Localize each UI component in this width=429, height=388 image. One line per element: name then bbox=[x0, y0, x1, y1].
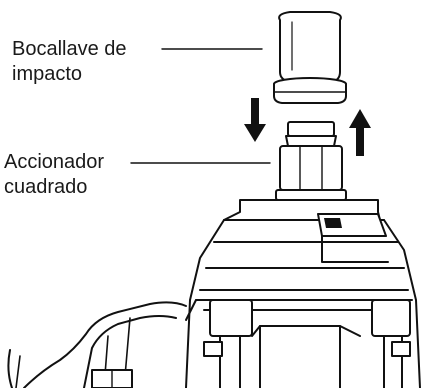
impact-socket bbox=[273, 11, 347, 104]
socket-label-line1: Bocallave de bbox=[12, 38, 127, 60]
square-drive-label-line2: cuadrado bbox=[4, 176, 88, 198]
arrow-down-icon bbox=[244, 98, 266, 142]
tool-body bbox=[185, 213, 421, 388]
socket-label: Bocallave de impacto bbox=[12, 37, 127, 87]
arrow-up-icon bbox=[349, 109, 371, 156]
square-drive-anvil bbox=[275, 121, 347, 201]
square-drive-label-line1: Accionador bbox=[4, 151, 105, 173]
square-drive-label: Accionador cuadrado bbox=[4, 150, 104, 200]
tool-handle bbox=[7, 301, 187, 388]
socket-label-line2: impacto bbox=[12, 63, 83, 85]
